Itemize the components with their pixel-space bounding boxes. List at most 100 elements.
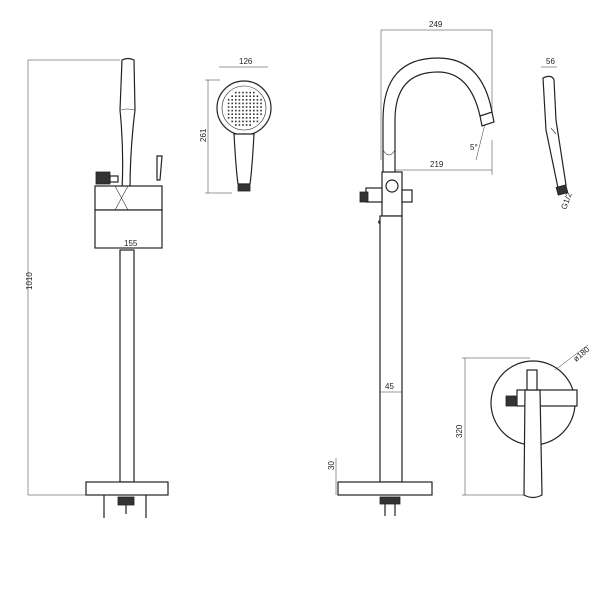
spray-nozzle xyxy=(256,109,259,112)
spray-nozzle xyxy=(238,95,241,97)
dim-total-height: 1010 xyxy=(25,272,34,290)
dim-spout-reach: 249 xyxy=(429,20,443,29)
spray-nozzle xyxy=(235,95,237,97)
spray-nozzle xyxy=(238,120,241,123)
spray-nozzle xyxy=(238,99,241,101)
spray-nozzle xyxy=(249,102,251,105)
spray-nozzle xyxy=(235,120,237,123)
spray-nozzle xyxy=(227,113,230,115)
top-view: 320 ø180 xyxy=(455,345,592,499)
spray-nozzle xyxy=(249,99,251,101)
spray-nozzle xyxy=(245,91,248,94)
dim-handshower-width: 126 xyxy=(239,57,253,66)
spray-nozzle xyxy=(260,102,262,105)
spray-nozzle xyxy=(245,109,248,112)
spray-nozzle xyxy=(227,102,230,105)
spray-nozzle xyxy=(249,117,251,119)
dim-handshower-height: 261 xyxy=(199,128,208,142)
spray-nozzle xyxy=(238,113,241,115)
spray-nozzle xyxy=(231,120,233,123)
spray-nozzle xyxy=(253,106,255,108)
spray-nozzle xyxy=(253,102,255,105)
spray-nozzle xyxy=(245,117,248,119)
front-handshower xyxy=(119,57,136,191)
spray-nozzle xyxy=(227,99,230,101)
front-view: 1010 155 xyxy=(25,57,169,518)
spray-nozzle xyxy=(235,102,237,105)
dim-spout-inner: 219 xyxy=(430,160,444,169)
spray-nozzle xyxy=(253,99,255,101)
handshower-detail: 126 261 xyxy=(199,57,272,194)
side-view: 249 219 5° 45 30 xyxy=(327,20,495,516)
spray-nozzle xyxy=(260,113,262,115)
spray-nozzle xyxy=(238,106,241,108)
spray-nozzle xyxy=(253,109,255,112)
spray-nozzle xyxy=(235,109,237,112)
dim-base-width: 155 xyxy=(124,239,138,248)
spray-nozzle xyxy=(249,109,251,112)
spray-nozzle xyxy=(245,95,248,97)
spray-nozzle xyxy=(253,95,255,97)
spray-nozzle xyxy=(242,109,244,112)
spray-nozzle xyxy=(238,109,241,112)
spray-nozzle xyxy=(245,113,248,115)
spray-nozzle xyxy=(235,113,237,115)
spray-nozzle xyxy=(253,120,255,123)
spray-nozzle xyxy=(242,124,244,126)
spray-nozzle xyxy=(235,124,237,126)
dim-top-height: 320 xyxy=(455,424,464,438)
dim-top-diameter: ø180 xyxy=(572,345,592,364)
spray-nozzle xyxy=(231,117,233,119)
spray-nozzle xyxy=(245,106,248,108)
spray-nozzle xyxy=(231,109,233,112)
spray-nozzle xyxy=(256,102,259,105)
spray-nozzle xyxy=(249,91,251,94)
spray-nozzle xyxy=(242,95,244,97)
spray-nozzle xyxy=(256,95,259,97)
spray-nozzle xyxy=(249,113,251,115)
dim-base-height: 30 xyxy=(327,461,336,470)
spray-nozzle xyxy=(238,91,241,94)
spray-nozzle xyxy=(256,117,259,119)
handshower-side: 56 G1/2 xyxy=(541,57,574,211)
spray-nozzle xyxy=(242,99,244,101)
spray-nozzle xyxy=(231,106,233,108)
spray-nozzle xyxy=(242,102,244,105)
spray-nozzle xyxy=(245,120,248,123)
spray-nozzle xyxy=(231,102,233,105)
spray-nozzle xyxy=(242,120,244,123)
spray-nozzle xyxy=(238,117,241,119)
dim-tube-diameter: 45 xyxy=(385,382,394,391)
spray-nozzle xyxy=(253,117,255,119)
spray-nozzle xyxy=(260,99,262,101)
spray-nozzle xyxy=(245,124,248,126)
spray-nozzle xyxy=(249,120,251,123)
spray-nozzle xyxy=(249,95,251,97)
spray-nozzle xyxy=(238,124,241,126)
spray-nozzle xyxy=(231,113,233,115)
spray-nozzle xyxy=(256,120,259,123)
spray-nozzle xyxy=(242,113,244,115)
spray-nozzle xyxy=(245,99,248,101)
spray-nozzle xyxy=(227,106,230,108)
dim-side-width: 56 xyxy=(546,57,555,66)
spray-nozzles xyxy=(227,91,262,126)
spray-nozzle xyxy=(253,91,255,94)
spray-nozzle xyxy=(245,102,248,105)
spray-nozzle xyxy=(242,106,244,108)
spray-nozzle xyxy=(256,99,259,101)
spray-nozzle xyxy=(253,113,255,115)
spray-nozzle xyxy=(235,117,237,119)
spray-nozzle xyxy=(235,106,237,108)
spray-nozzle xyxy=(249,124,251,126)
spray-nozzle xyxy=(249,106,251,108)
dim-spout-angle: 5° xyxy=(470,143,478,152)
spray-nozzle xyxy=(235,91,237,94)
spray-nozzle xyxy=(231,95,233,97)
spray-nozzle xyxy=(260,109,262,112)
spray-nozzle xyxy=(227,117,230,119)
spray-nozzle xyxy=(242,117,244,119)
spray-nozzle xyxy=(238,102,241,105)
spray-nozzle xyxy=(235,99,237,101)
